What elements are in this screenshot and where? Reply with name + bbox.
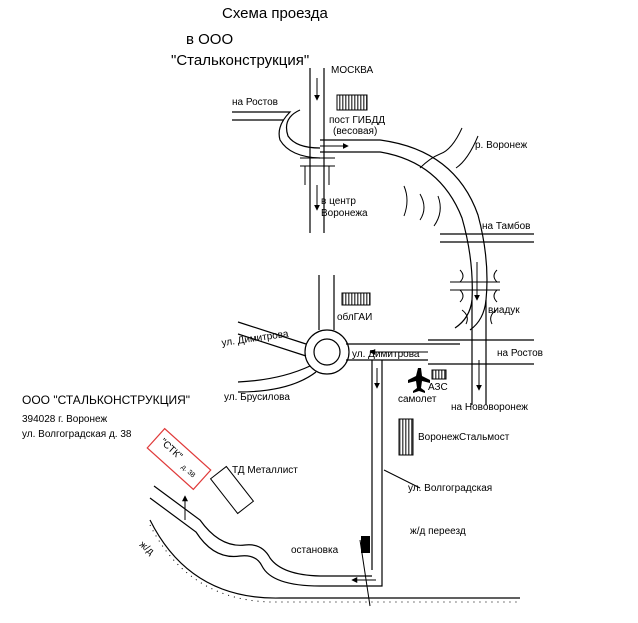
stk-label: "СТК" xyxy=(158,437,185,463)
azs-building xyxy=(431,369,447,380)
label-to-novovoronezh: на Нововоронеж xyxy=(451,402,528,413)
street-dimitrova xyxy=(237,275,460,393)
label-to-rostov-right: на Ростов xyxy=(497,348,543,359)
oblgai-building xyxy=(341,292,371,306)
bus-stop-marker xyxy=(361,536,370,553)
label-to-rostov-top: на Ростов xyxy=(232,97,278,108)
label-moscow: МОСКВА xyxy=(331,65,373,76)
label-td-metallist: ТД Металлист xyxy=(232,465,298,476)
label-center-line2: Воронежа xyxy=(321,208,368,219)
label-dimitrova-left: ул. Димитрова xyxy=(221,329,290,349)
label-viaduct: виадук xyxy=(488,305,520,316)
label-azs: АЗС xyxy=(428,382,448,393)
label-river: р. Воронеж xyxy=(475,140,527,151)
street-volgogradskaya xyxy=(371,360,421,570)
road-rostov-right xyxy=(428,300,534,405)
title-line-2: в ООО xyxy=(186,31,233,48)
label-gibdd-line1: пост ГИБДД xyxy=(329,115,385,126)
title-line-3: "Стальконструкция" xyxy=(171,52,309,69)
company-postal: 394028 г. Воронеж xyxy=(22,414,107,425)
label-to-tambov: на Тамбов xyxy=(482,220,530,232)
road-tambov xyxy=(440,233,534,243)
voronezhstalmost-building xyxy=(398,418,414,456)
gibdd-post-building xyxy=(336,94,368,111)
river-voronezh xyxy=(403,127,479,227)
label-dimitrova-right: ул. Димитрова xyxy=(352,349,420,360)
label-center-line1: в центр xyxy=(321,196,356,207)
stk-number: д. 38 xyxy=(180,464,196,480)
airplane-icon xyxy=(408,368,430,393)
label-rail-crossing: ж/д переезд xyxy=(410,526,466,537)
label-airplane: самолет xyxy=(398,394,437,405)
label-oblgai: облГАИ xyxy=(337,311,372,323)
td-metallist-building xyxy=(209,465,255,515)
bypass-road xyxy=(232,109,500,331)
title-line-1: Схема проезда xyxy=(222,5,328,22)
road-lower xyxy=(149,485,383,587)
stk-building: "СТК" д. 38 xyxy=(146,427,212,491)
label-gibdd-line2: (весовая) xyxy=(333,126,377,137)
label-bus-stop: остановка xyxy=(291,545,339,556)
label-volgogradskaya: ул. Волгоградская xyxy=(408,483,492,494)
label-voronezhstalmost: ВоронежСтальмост xyxy=(418,432,510,443)
company-name: ООО "СТАЛЬКОНСТРУКЦИЯ" xyxy=(22,393,190,407)
label-railway: ж/д xyxy=(137,539,156,557)
company-address: ул. Волгоградская д. 38 xyxy=(22,429,132,440)
label-brusilova: ул. Брусилова xyxy=(224,392,290,403)
